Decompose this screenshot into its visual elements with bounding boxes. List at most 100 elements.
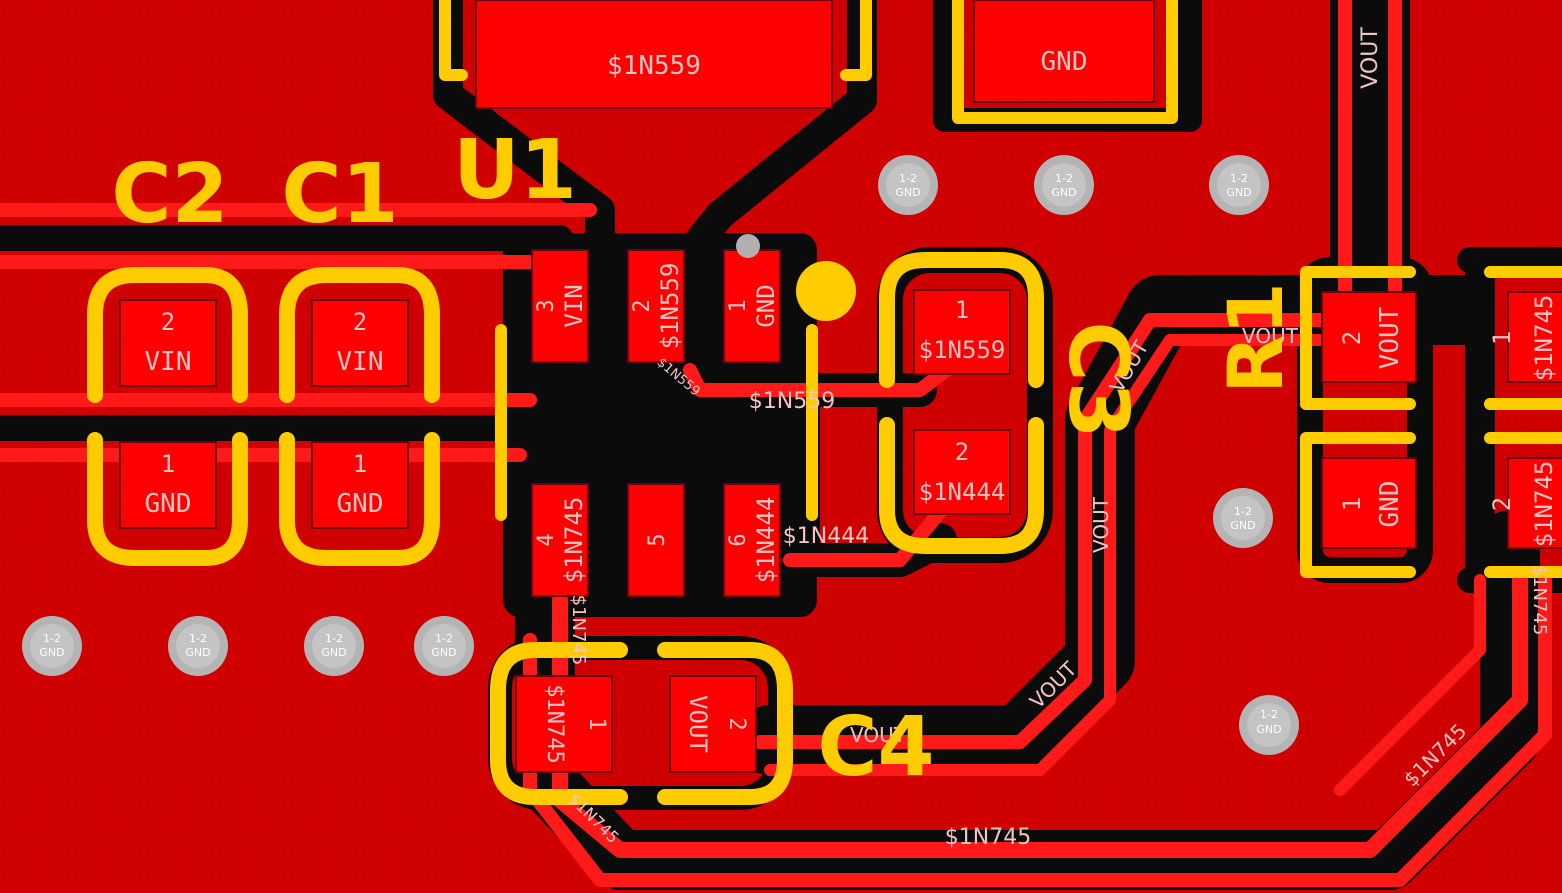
via-net-label: GND <box>895 186 920 199</box>
c1-pad-1[interactable] <box>311 441 409 529</box>
u1-tab-label: $1N559 <box>607 51 701 81</box>
c4-pad-2[interactable] <box>669 675 757 773</box>
net-label: $1N559 <box>749 389 835 414</box>
u1-pad-2[interactable] <box>627 249 685 363</box>
pad-net: $1N444 <box>919 478 1006 506</box>
net-label: VOUT <box>1358 27 1383 89</box>
right-pad-2[interactable] <box>1507 457 1562 549</box>
via-layer-label: 1-2 <box>1260 708 1278 721</box>
via-net-label: GND <box>39 646 64 659</box>
pad-net: $1N745 <box>542 684 567 763</box>
pad-number: 4 <box>534 533 559 546</box>
pad-net: $1N444 <box>752 497 780 584</box>
pad-number: 2 <box>955 438 969 466</box>
c3-pad-2[interactable] <box>913 429 1011 515</box>
u1-tab-pad[interactable] <box>475 0 833 109</box>
pad-net: $1N745 <box>560 497 588 584</box>
pad-net: $1N559 <box>656 263 684 350</box>
c3-pad-1[interactable] <box>913 289 1011 375</box>
via-layer-label: 1-2 <box>1055 172 1073 185</box>
u1-pad-5[interactable] <box>627 483 685 597</box>
pad-net: VOUT <box>684 695 712 753</box>
via-net-label: GND <box>431 646 456 659</box>
refdes-labels: C2 C1 U1 C3 C4 R1 <box>111 123 1300 795</box>
pad-number: 2 <box>161 308 175 336</box>
pad-number: 1 <box>161 450 175 478</box>
pad-net: VIN <box>145 347 192 377</box>
gnd-top-label: GND <box>1041 47 1088 77</box>
refdes-c2: C2 <box>111 147 228 242</box>
pad-number: 2 <box>353 308 367 336</box>
pad-number: 1 <box>584 717 609 730</box>
net-label: $1N745 <box>568 595 589 666</box>
r1-pad-1[interactable] <box>1321 457 1417 549</box>
pad-labels: $1N559 GND 2 VIN 1 GND 2 VIN 1 GND 3 VIN… <box>145 47 1558 764</box>
pad-net: GND <box>1375 481 1405 528</box>
pad-net: $1N559 <box>919 336 1006 364</box>
via-layer-label: 1-2 <box>43 632 61 645</box>
net-label: $1N745 <box>945 825 1031 850</box>
pad-number: 1 <box>726 299 751 312</box>
pad-number: 2 <box>630 299 655 312</box>
via-layer-label: 1-2 <box>1230 172 1248 185</box>
silkscreen <box>87 0 1562 805</box>
net-label: $1N444 <box>783 524 869 549</box>
pad-number: 1 <box>1338 497 1366 511</box>
u1-pad-6[interactable] <box>723 483 781 597</box>
pad-net: VIN <box>560 284 588 327</box>
c4-pad-1[interactable] <box>515 675 613 773</box>
r1-pad-2[interactable] <box>1321 291 1417 383</box>
refdes-c4: C4 <box>817 700 934 795</box>
refdes-c1: C1 <box>281 147 398 242</box>
gnd-top-pad[interactable] <box>973 0 1155 103</box>
pad-net: VOUT <box>1375 306 1405 369</box>
pad-number: 1 <box>353 450 367 478</box>
refdes-c3: C3 <box>1050 321 1145 438</box>
via-net-label: GND <box>1256 723 1281 736</box>
u1-pad-3[interactable] <box>531 249 589 363</box>
via-net-label: GND <box>185 646 210 659</box>
pad-number: 2 <box>724 717 749 730</box>
pad-number: 1 <box>1488 331 1516 345</box>
net-label: VOUT <box>1089 496 1113 553</box>
pad-net: VIN <box>337 347 384 377</box>
pin1-marker <box>796 261 856 321</box>
via-layer-label: 1-2 <box>189 632 207 645</box>
via-layer-label: 1-2 <box>325 632 343 645</box>
c1-pad-2[interactable] <box>311 299 409 387</box>
net-label: VOUT <box>1242 324 1299 348</box>
c2-pad-1[interactable] <box>119 441 217 529</box>
pad-number: 2 <box>1338 331 1366 345</box>
via-net-label: GND <box>1230 519 1255 532</box>
right-pad-1[interactable] <box>1507 291 1562 383</box>
via-layer-label: 1-2 <box>435 632 453 645</box>
net-label: $1N745 <box>1529 565 1550 636</box>
refdes-r1: R1 <box>1211 282 1300 393</box>
pad-net: $1N745 <box>1530 295 1558 382</box>
refdes-u1: U1 <box>453 123 577 218</box>
pad-number: 6 <box>726 533 751 546</box>
via-layer-label: 1-2 <box>899 172 917 185</box>
c2-pad-2[interactable] <box>119 299 217 387</box>
pad-net: GND <box>145 489 192 519</box>
u1-pad-4[interactable] <box>531 483 589 597</box>
pad-number: 3 <box>534 299 559 312</box>
via-net-label: GND <box>321 646 346 659</box>
pad-net: GND <box>752 284 780 327</box>
pad-number: 2 <box>1488 497 1516 511</box>
pad-net: GND <box>337 489 384 519</box>
via-net-label: GND <box>1051 186 1076 199</box>
pad-net: $1N745 <box>1530 461 1558 548</box>
pad-number: 1 <box>955 296 969 324</box>
via-layer-label: 1-2 <box>1234 505 1252 518</box>
